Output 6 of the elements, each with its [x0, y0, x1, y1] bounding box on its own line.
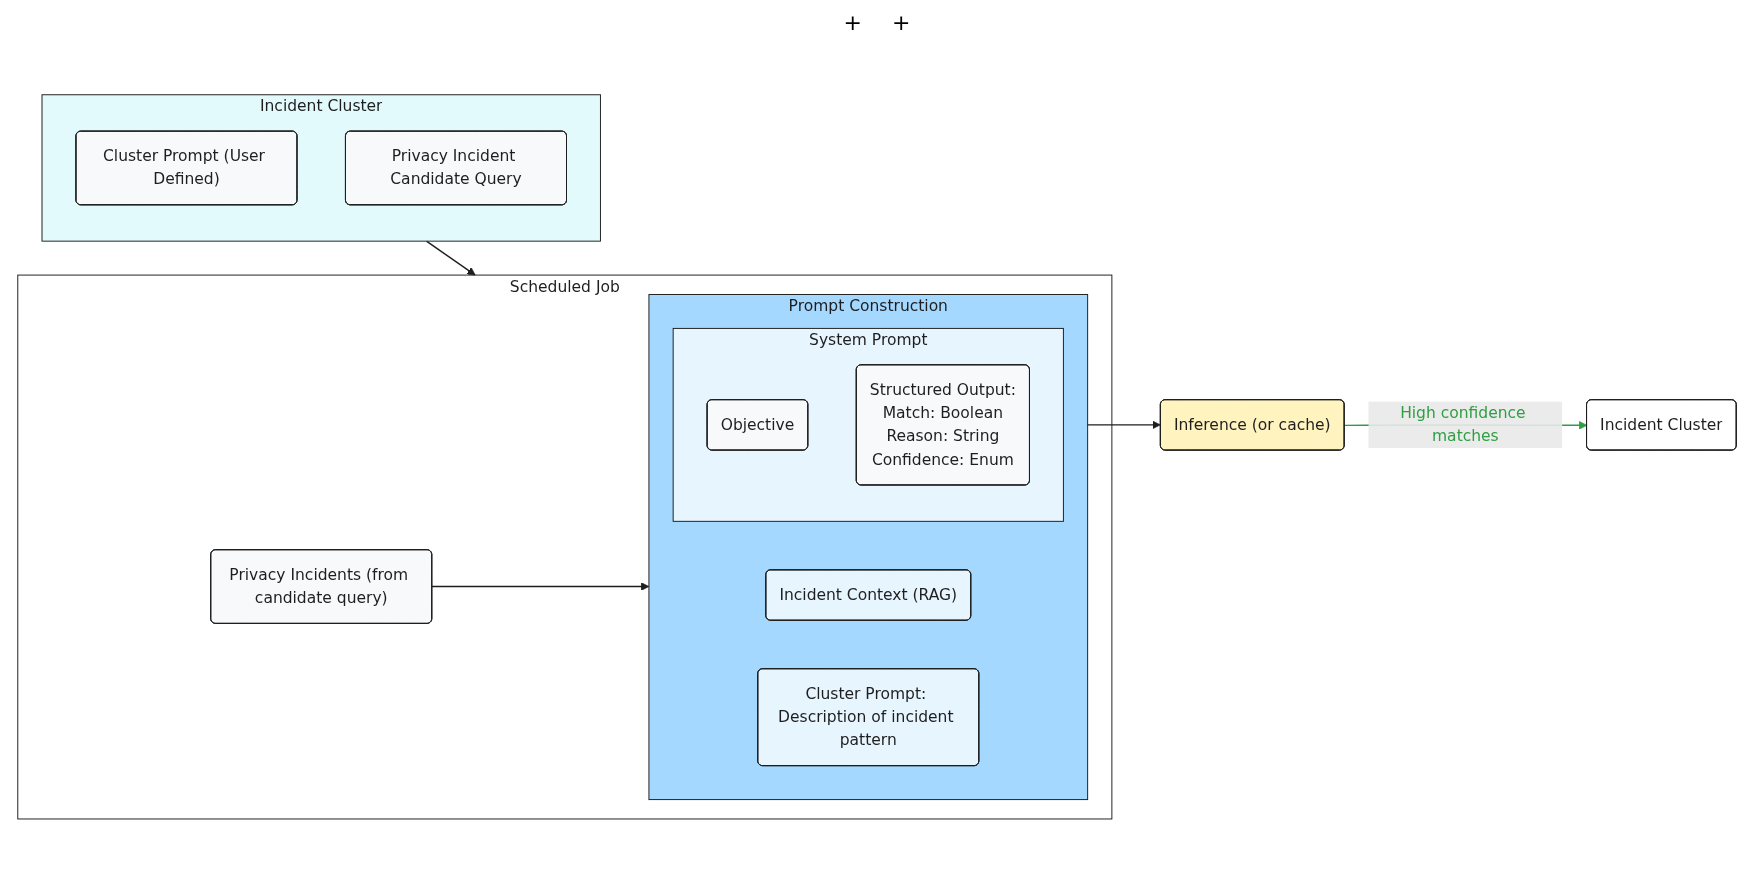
edge-label: High confidence matches — [1400, 403, 1526, 446]
plus-sign: + — [892, 10, 911, 35]
arrow — [1086, 420, 1161, 430]
arrow — [425, 240, 476, 276]
plus-sign: + — [843, 10, 862, 35]
arrow — [431, 582, 650, 591]
